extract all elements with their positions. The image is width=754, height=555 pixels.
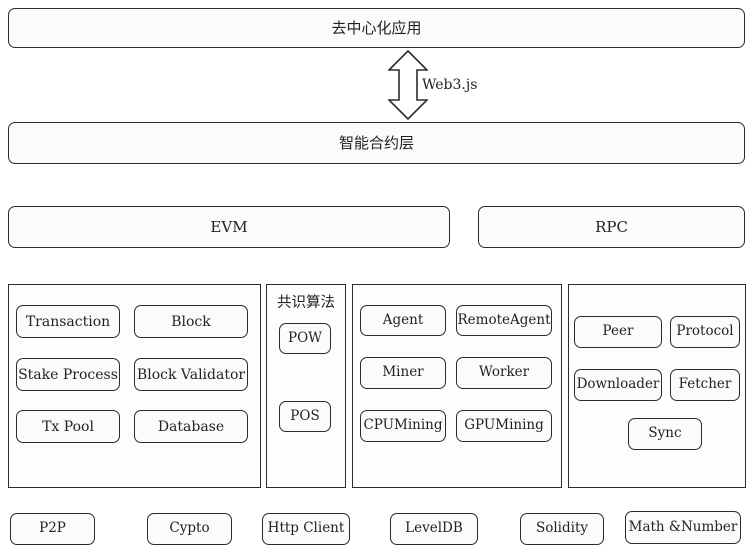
bottom-item-label: Cypto [169,520,210,537]
bottom-item-label: Http Client [267,520,345,537]
core-item-label: Stake Process [18,366,118,383]
consensus-item-pos: POS [279,401,331,432]
core-item-label: Block Validator [136,366,246,383]
dapp-label: 去中心化应用 [331,18,422,37]
evm-label: EVM [210,217,248,236]
dapp-layer: 去中心化应用 [8,8,745,48]
bottom-item-label: Math &Number [628,518,738,535]
rpc-box: RPC [478,206,745,248]
bottom-item-p2p: P2P [10,513,95,545]
core-item-tx-pool: Tx Pool [16,410,120,443]
double-arrow-icon [388,50,428,120]
network-item-label: Sync [648,425,682,442]
consensus-item-label: POW [287,329,323,346]
smart-contract-label: 智能合约层 [338,133,414,152]
mining-item-label: Worker [478,364,530,381]
network-item-protocol: Protocol [670,316,740,348]
network-item-downloader: Downloader [574,369,662,401]
bottom-item-label: Solidity [535,520,589,537]
mining-item-gpumining: GPUMining [456,410,552,442]
bottom-item-http-client: Http Client [262,513,350,545]
bottom-item-leveldb: LevelDB [390,513,478,545]
smart-contract-layer: 智能合约层 [8,122,745,164]
mining-item-agent: Agent [360,305,446,336]
web3-label: Web3.js [422,77,478,93]
consensus-title: 共识算法 [277,295,335,311]
network-item-label: Protocol [676,323,734,340]
mining-item-remote-agent: RemoteAgent [456,305,552,336]
core-item-stake-process: Stake Process [16,358,120,391]
bottom-item-label: LevelDB [405,520,463,537]
core-item-label: Database [157,418,225,435]
bottom-item-solidity: Solidity [520,513,604,545]
consensus-panel [266,284,346,488]
core-item-block-validator: Block Validator [134,358,248,391]
mining-item-label: Miner [382,364,424,381]
bottom-item-cypto: Cypto [147,513,232,545]
network-item-fetcher: Fetcher [670,369,740,401]
consensus-item-label: POS [290,407,320,424]
bottom-item-label: P2P [39,520,66,537]
core-item-label: Block [171,313,211,330]
mining-item-label: Agent [382,311,424,328]
mining-item-label: RemoteAgent [457,311,551,328]
mining-item-miner: Miner [360,357,446,389]
network-item-label: Fetcher [678,376,732,393]
core-item-label: Tx Pool [42,418,94,435]
mining-item-worker: Worker [456,357,552,389]
core-item-block: Block [134,305,248,338]
core-item-transaction: Transaction [16,305,120,338]
consensus-item-pow: POW [279,323,331,354]
network-item-peer: Peer [574,316,662,348]
core-item-database: Database [134,410,248,443]
mining-item-label: GPUMining [464,417,544,434]
network-item-sync: Sync [628,418,702,450]
mining-item-label: CPUMining [363,417,443,434]
rpc-label: RPC [595,217,628,236]
evm-box: EVM [8,206,450,248]
network-item-label: Peer [602,323,634,340]
mining-item-cpumining: CPUMining [360,410,446,442]
bottom-item-math-number: Math &Number [625,511,741,544]
core-item-label: Transaction [25,313,111,330]
network-item-label: Downloader [576,376,660,393]
